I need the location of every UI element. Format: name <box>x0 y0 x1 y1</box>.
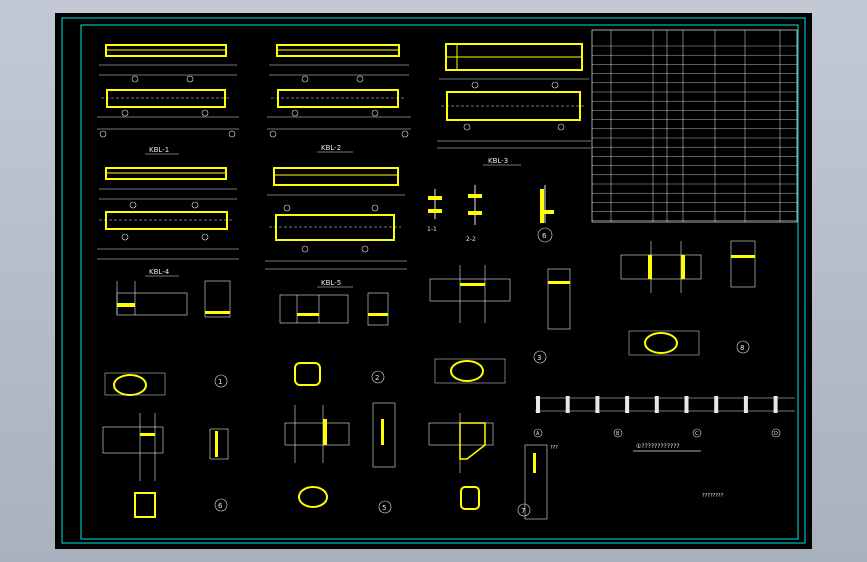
beam-kbl4[interactable]: KBL-4 <box>97 167 239 277</box>
beam-kbl1[interactable]: KBL-1 <box>97 44 239 155</box>
detail-4[interactable] <box>102 413 229 518</box>
drawing-canvas[interactable]: KBL-1 KBL-2 <box>55 13 812 549</box>
section-2-2-label: 2-2 <box>466 236 476 243</box>
section-2-2[interactable]: 2-2 <box>466 185 482 243</box>
plan-column <box>565 396 570 413</box>
axis-bubble <box>613 428 623 438</box>
axis-label: C <box>695 431 699 437</box>
kbl1-title: KBL-1 <box>149 146 169 154</box>
plan-column <box>595 396 600 413</box>
detail-7-number: 7 <box>521 507 525 515</box>
detail-8[interactable]: 8 <box>620 240 756 356</box>
detail-5[interactable]: 5 <box>284 402 396 514</box>
detail-7[interactable]: 7 <box>428 413 548 520</box>
plan-column <box>536 396 540 413</box>
kbl2-title: KBL-2 <box>321 144 341 152</box>
plan-column <box>743 396 748 413</box>
roof-plan[interactable]: A B C D ①???????????? ??? ???????? <box>533 396 795 499</box>
kbl4-title: KBL-4 <box>149 268 170 276</box>
kbl5-title: KBL-5 <box>321 279 341 287</box>
beam-kbl5[interactable]: KBL-5 <box>265 167 407 288</box>
detail-3-number: 3 <box>537 354 541 362</box>
detail-1[interactable]: 1 <box>104 280 231 396</box>
axis-bubble <box>692 428 702 438</box>
notes-heading: ??? <box>550 445 558 451</box>
plan-column <box>684 396 689 413</box>
section-6-label: 6 <box>542 232 547 240</box>
detail-3[interactable]: 3 <box>429 265 571 384</box>
detail-8-number: 8 <box>740 344 744 352</box>
axis-label: B <box>616 431 620 437</box>
material-table[interactable] <box>591 29 798 223</box>
section-1-1[interactable]: 1-1 <box>427 189 442 233</box>
outer-frame <box>61 17 806 544</box>
plan-column <box>714 396 719 413</box>
title-block: ???????? <box>702 493 724 499</box>
inner-frame <box>80 24 799 540</box>
detail-6[interactable]: 6 <box>214 498 228 512</box>
plan-title: ①???????????? <box>636 443 680 450</box>
axis-bubble <box>533 428 543 438</box>
detail-2[interactable]: 2 <box>279 292 389 386</box>
axis-bubble <box>771 428 781 438</box>
detail-5-number: 5 <box>382 504 386 512</box>
detail-2-number: 2 <box>375 374 379 382</box>
detail-6-number: 6 <box>218 502 223 510</box>
beam-kbl2[interactable]: KBL-2 <box>267 44 411 153</box>
beam-kbl3[interactable]: KBL-3 <box>437 43 591 166</box>
kbl3-title: KBL-3 <box>488 157 508 165</box>
plan-column <box>625 396 630 413</box>
section-1-1-label: 1-1 <box>427 226 437 233</box>
plan-column <box>654 396 659 413</box>
detail-1-number: 1 <box>218 378 222 386</box>
plan-column <box>773 396 778 413</box>
axis-label: A <box>536 431 540 437</box>
section-6[interactable]: 6 <box>537 185 554 243</box>
drawing-sheet[interactable]: KBL-1 KBL-2 <box>55 13 812 549</box>
axis-label: D <box>774 431 778 437</box>
